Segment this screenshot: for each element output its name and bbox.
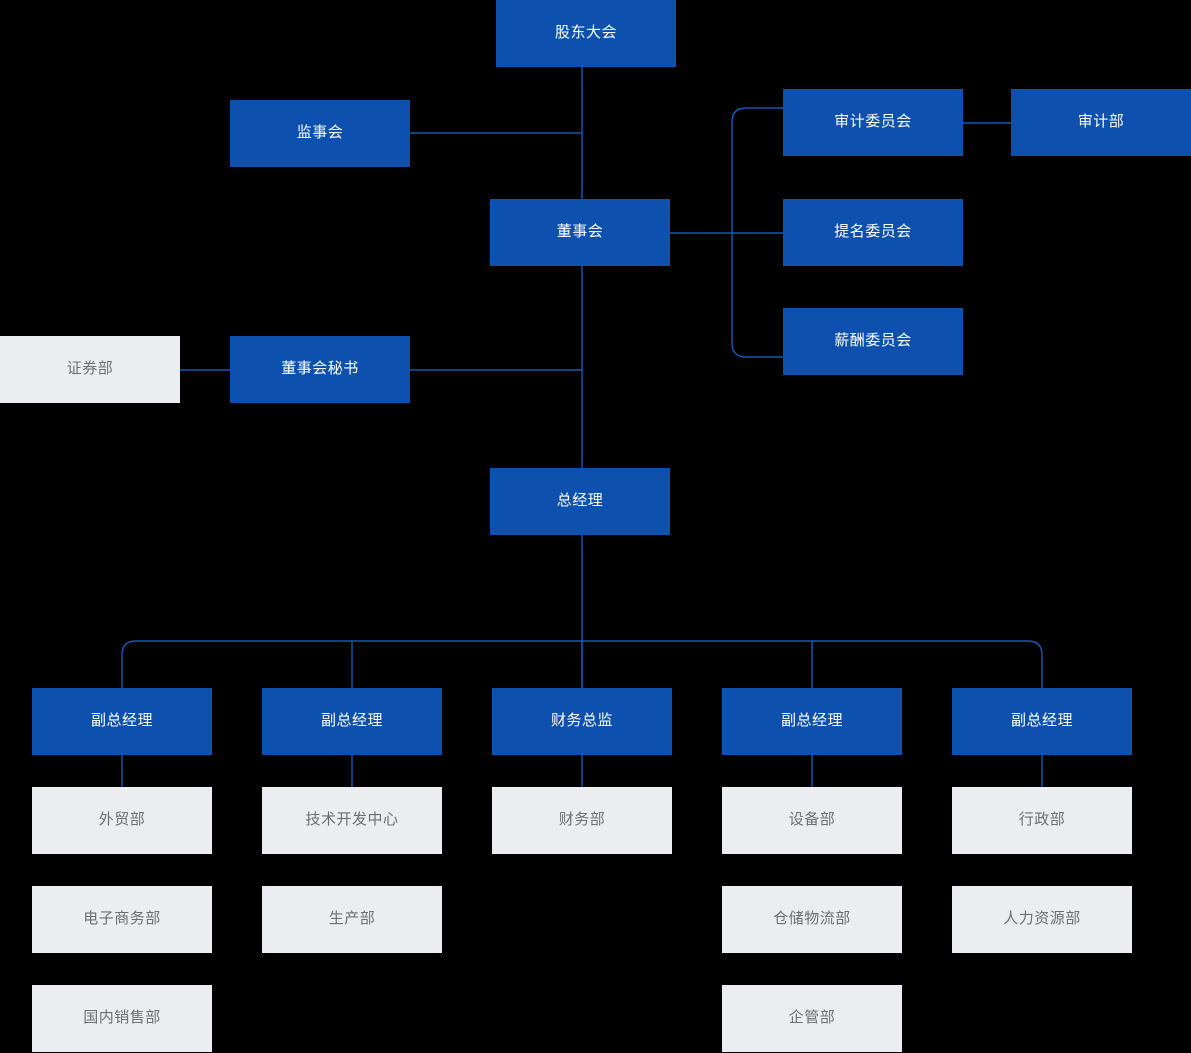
node-production-dept[interactable]: 生产部 [262, 886, 442, 953]
node-tech-dev-center[interactable]: 技术开发中心 [262, 787, 442, 854]
node-enterprise-mgmt-dept[interactable]: 企管部 [722, 985, 902, 1052]
node-audit-committee[interactable]: 审计委员会 [783, 89, 963, 156]
node-deputy-gm-2[interactable]: 副总经理 [262, 688, 442, 755]
connector-gm-bracket [121, 640, 1043, 688]
node-deputy-gm-3[interactable]: 副总经理 [722, 688, 902, 755]
node-board-of-directors[interactable]: 董事会 [490, 199, 670, 266]
node-domestic-sales-dept[interactable]: 国内销售部 [32, 985, 212, 1052]
node-board-secretary[interactable]: 董事会秘书 [230, 336, 410, 403]
node-general-manager[interactable]: 总经理 [490, 468, 670, 535]
node-finance-dept[interactable]: 财务部 [492, 787, 672, 854]
connector-committee-bracket [731, 107, 783, 358]
node-supervisory-board[interactable]: 监事会 [230, 100, 410, 167]
node-deputy-gm-1[interactable]: 副总经理 [32, 688, 212, 755]
node-hr-dept[interactable]: 人力资源部 [952, 886, 1132, 953]
node-remuneration-committee[interactable]: 薪酬委员会 [783, 308, 963, 375]
node-equipment-dept[interactable]: 设备部 [722, 787, 902, 854]
node-foreign-trade-dept[interactable]: 外贸部 [32, 787, 212, 854]
node-securities-department[interactable]: 证券部 [0, 336, 180, 403]
node-warehouse-logistics-dept[interactable]: 仓储物流部 [722, 886, 902, 953]
node-cfo[interactable]: 财务总监 [492, 688, 672, 755]
node-nomination-committee[interactable]: 提名委员会 [783, 199, 963, 266]
node-ecommerce-dept[interactable]: 电子商务部 [32, 886, 212, 953]
node-shareholders-meeting[interactable]: 股东大会 [496, 0, 676, 67]
node-audit-department[interactable]: 审计部 [1011, 89, 1191, 156]
node-deputy-gm-4[interactable]: 副总经理 [952, 688, 1132, 755]
node-admin-dept[interactable]: 行政部 [952, 787, 1132, 854]
